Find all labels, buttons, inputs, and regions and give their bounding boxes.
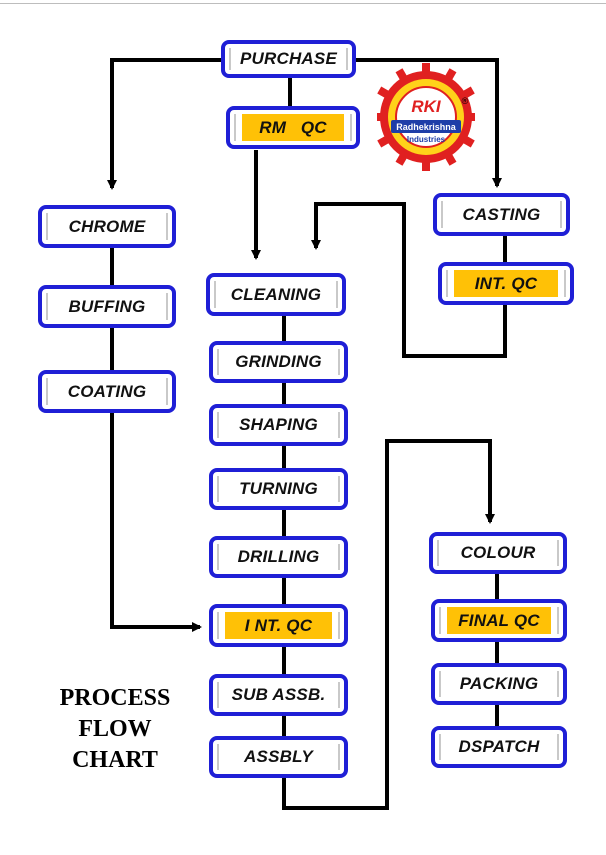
node-final-qc: FINAL QC <box>431 599 567 642</box>
node-dspatch: DSPATCH <box>431 726 567 768</box>
connector-coating-intqc <box>110 411 202 632</box>
node-assbly-label: ASSBLY <box>244 747 313 766</box>
node-assbly: ASSBLY <box>209 736 348 778</box>
logo-mark-text: RKI <box>411 97 442 116</box>
logo-gear-icon <box>377 63 475 171</box>
radhekrishna-logo: RKI Radhekrishna Industries ® <box>377 63 475 171</box>
node-casting-qc: INT. QC <box>438 262 574 305</box>
node-sub-assb-label: SUB ASSB. <box>231 685 326 704</box>
top-divider <box>0 3 606 4</box>
node-shaping-label: SHAPING <box>239 415 318 434</box>
chart-title: PROCESS FLOW CHART <box>40 683 190 776</box>
node-turning-label: TURNING <box>239 479 318 498</box>
node-drilling-label: DRILLING <box>237 547 320 566</box>
node-dspatch-label: DSPATCH <box>458 737 540 756</box>
node-cleaning: CLEANING <box>206 273 346 316</box>
node-int-qc-label: I NT. QC <box>244 615 313 635</box>
node-rm-qc: RM QC <box>226 106 360 149</box>
node-packing: PACKING <box>431 663 567 705</box>
connector-castingqc-cleaning <box>311 202 507 358</box>
node-casting: CASTING <box>433 193 570 236</box>
chart-title-line-1: PROCESS <box>59 685 171 711</box>
node-grinding-label: GRINDING <box>235 352 322 371</box>
node-buffing-label: BUFFING <box>68 296 146 316</box>
node-packing-label: PACKING <box>459 674 539 693</box>
node-casting-label: CASTING <box>462 204 541 224</box>
chart-title-line-3: CHART <box>72 747 158 773</box>
node-drilling: DRILLING <box>209 536 348 578</box>
node-coating-label: COATING <box>67 381 147 401</box>
node-sub-assb: SUB ASSB. <box>209 674 348 716</box>
connector-purchase-chrome <box>107 58 221 190</box>
node-final-qc-label: FINAL QC <box>458 610 540 630</box>
node-cleaning-label: CLEANING <box>230 284 322 304</box>
node-grinding: GRINDING <box>209 341 348 383</box>
node-rm-qc-label: RM QC <box>259 117 327 137</box>
node-buffing: BUFFING <box>38 285 176 328</box>
node-casting-qc-label: INT. QC <box>474 273 538 293</box>
chart-title-line-2: FLOW <box>78 716 152 742</box>
node-purchase-label: PURCHASE <box>239 49 337 68</box>
node-colour: COLOUR <box>429 532 567 574</box>
node-int-qc: I NT. QC <box>209 604 348 647</box>
logo-reg-mark: ® <box>462 96 469 106</box>
connector-assbly-colour <box>282 439 495 810</box>
node-turning: TURNING <box>209 468 348 510</box>
connector-purchase-casting <box>356 58 502 188</box>
node-purchase: PURCHASE <box>221 40 356 78</box>
node-chrome: CHROME <box>38 205 176 248</box>
node-colour-label: COLOUR <box>460 543 536 562</box>
logo-sub-text: Industries <box>407 135 446 144</box>
node-coating: COATING <box>38 370 176 413</box>
node-chrome-label: CHROME <box>68 216 146 236</box>
logo-name-text: Radhekrishna <box>396 122 457 132</box>
node-shaping: SHAPING <box>209 404 348 446</box>
